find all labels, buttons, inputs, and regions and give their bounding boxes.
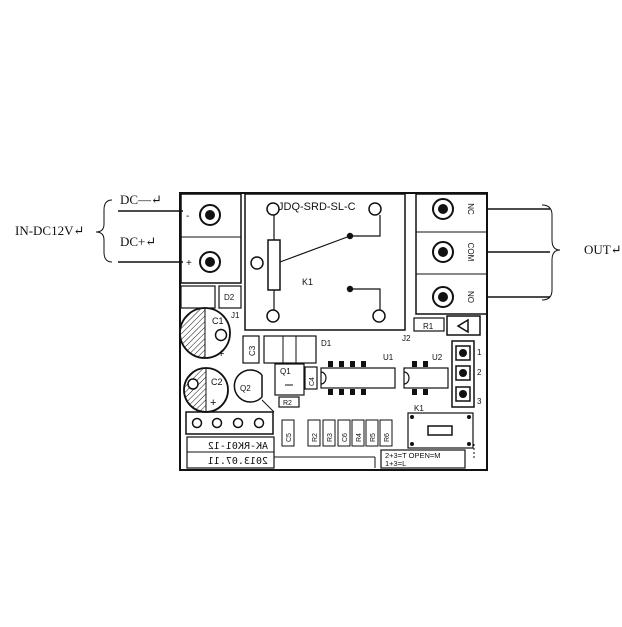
mode-legend-box [380,449,466,469]
programming-header [185,411,274,435]
indicator-box [446,315,481,336]
r5-label: R5 [370,433,377,442]
mode-legend-line2: 1+3=L [385,459,406,468]
relay-pin-top-left [266,202,280,216]
r1-label: R1 [423,322,434,331]
d1-body [263,335,317,364]
q1-body [274,363,305,396]
mode-header [451,340,475,408]
d2-box [218,285,242,309]
u1-chip [320,367,396,389]
q2-transistor [233,369,263,403]
c4-body [304,366,318,390]
relay-switch-arm [279,235,351,263]
dc-minus-label: DC—↵ [120,192,162,207]
terminal-com-label: COM [466,243,475,262]
r2-body [278,396,300,408]
indicator-arrow-icon [456,318,469,334]
c1-label: C1 [212,316,224,326]
terminal-minus-mark: - [186,211,189,222]
output-label: OUT↵ [584,242,622,257]
c3-body [242,335,260,364]
output-terminal-block [415,193,488,315]
input-brace [95,199,113,263]
board-model-label: AK-RK01-12 [208,441,268,452]
input-label: IN-DC12V↵ [15,223,84,238]
u2-chip [403,367,449,389]
header-pin-2-label: 2 [477,368,482,377]
u2-pins [412,361,428,395]
relay-model-label: JDQ-SRD-SL-C [278,201,356,213]
r6-label: R6 [384,433,391,442]
c4-label: C4 [309,377,316,386]
c3-label: C3 [248,345,257,356]
r2-label: R2 [283,400,292,407]
q1-label: Q1 [280,367,291,376]
output-brace [541,204,561,301]
board-date-label: 2013.07.11 [208,456,268,467]
header-pin-3-label: 3 [477,397,482,406]
relay-pin-mid-left [250,256,264,270]
d1-label: D1 [321,339,332,348]
c5-label: C5 [286,433,293,442]
c1-plus-mark: + [218,348,224,360]
relay-pin-bottom-right [372,309,386,323]
relay-body [244,193,406,331]
j2-label: J2 [402,334,411,343]
r1-body [413,317,445,332]
relay-coil [267,239,281,291]
c6-label: C6 [342,433,349,442]
c2-plus-mark: + [210,397,216,409]
r3-label: R3 [327,433,334,442]
mode-legend-line1: 2+3=T OPEN=M [385,451,441,460]
u1-pins [328,361,366,395]
k1-button[interactable] [407,412,474,449]
resistor-row [281,419,393,447]
relay-pin-top-right [368,202,382,216]
c2-label: C2 [211,377,223,387]
dc-plus-label: DC+↵ [120,234,156,249]
q2-label: Q2 [240,384,251,393]
relay-k1-label: K1 [302,277,313,287]
terminal-nc-label: NC [466,203,475,215]
d2-pad [180,285,216,309]
d2-label: D2 [224,293,235,302]
input-terminal-block [180,193,242,284]
u1-label: U1 [383,353,394,362]
j1-label: J1 [231,311,240,320]
terminal-no-label: NO [466,291,475,303]
relay-pin-bottom-left [266,309,280,323]
r4-label: R4 [356,433,363,442]
k1-button-label: K1 [414,404,424,413]
header-pin-1-label: 1 [477,348,482,357]
u2-label: U2 [432,353,443,362]
r2b-label: R2 [312,433,319,442]
terminal-plus-mark: + [186,258,192,269]
